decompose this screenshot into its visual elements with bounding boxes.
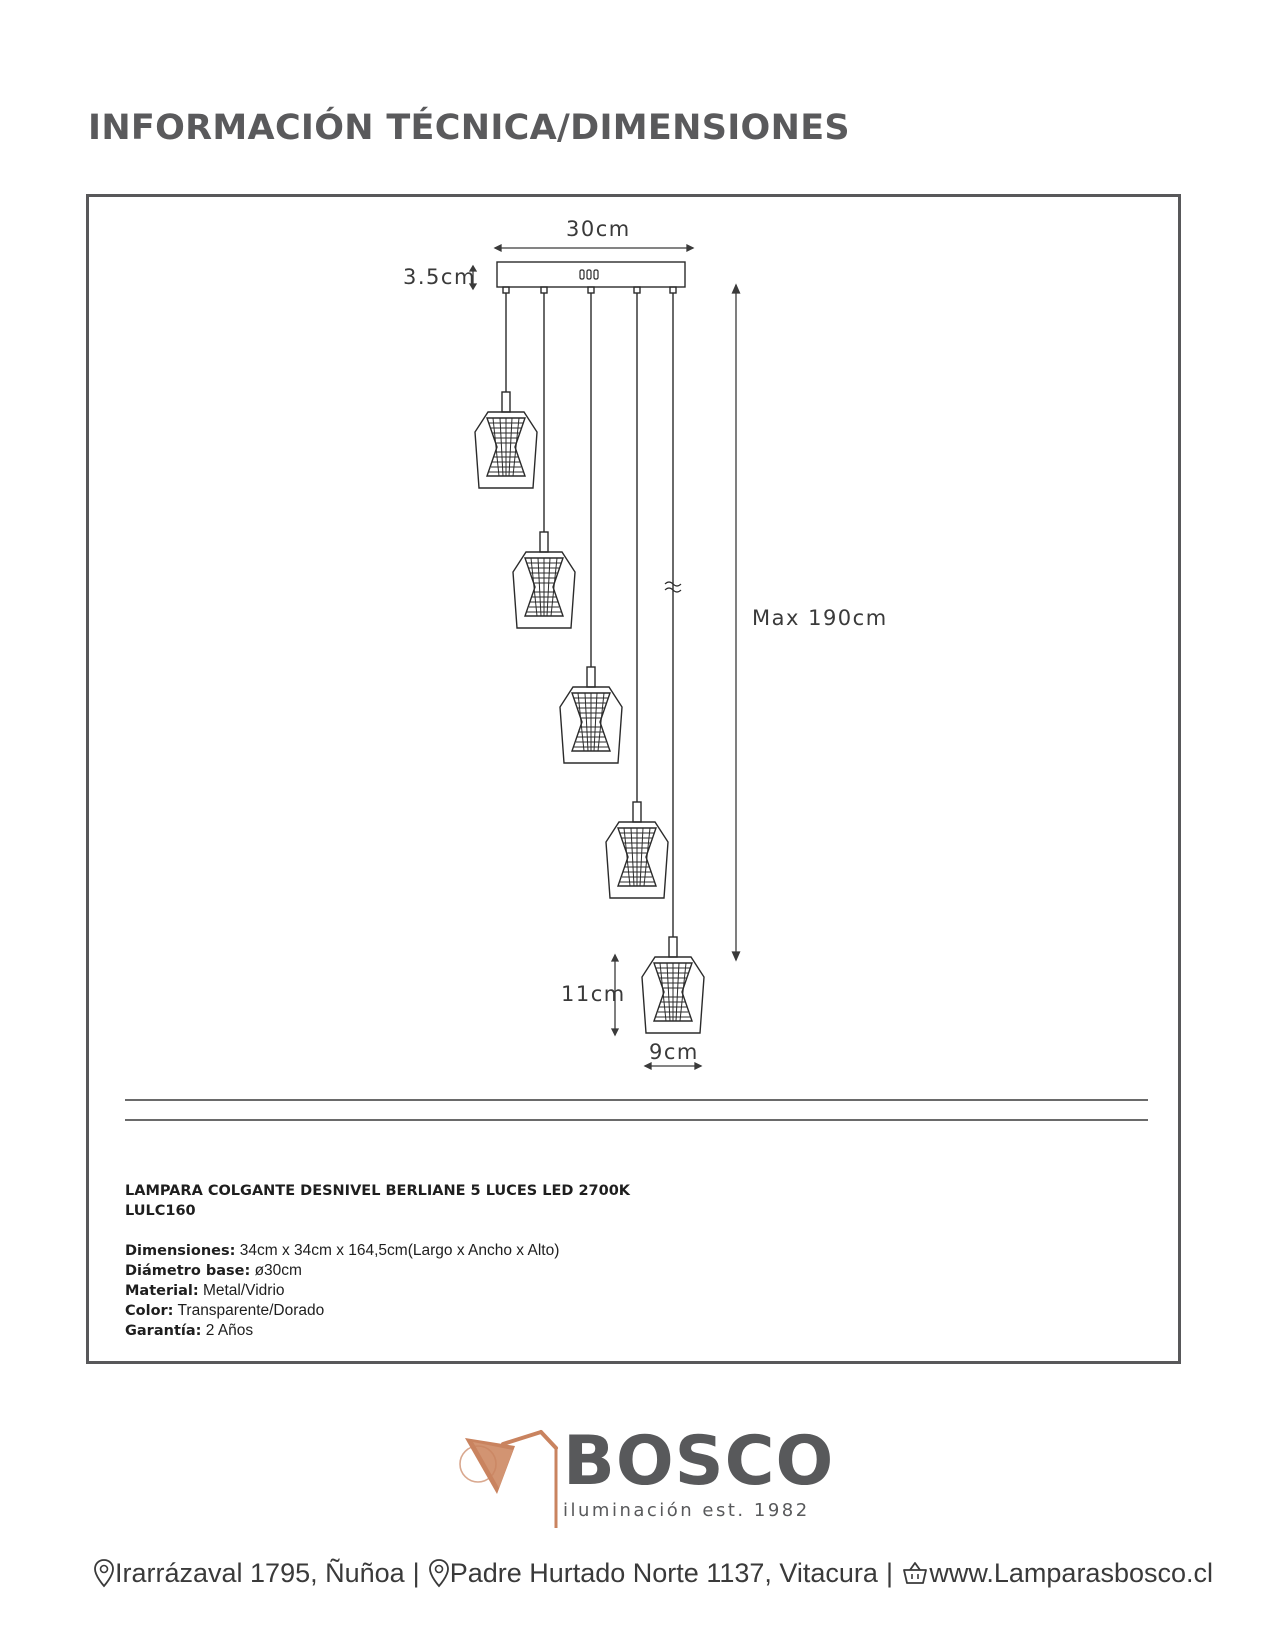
brand-logo [459,1430,558,1528]
spec-row: Material: Metal/Vidrio [125,1281,630,1301]
location-pin-icon [428,1559,449,1588]
width-label: 30cm [566,217,631,241]
divider [125,1099,1148,1101]
brand-name: BOSCO [563,1422,835,1501]
spec-value: 2 Años [205,1322,254,1339]
address-nunoa: Irarrázaval 1795, Ñuñoa [115,1557,405,1588]
max-height-dimension-arrow [731,283,741,962]
separator: | [412,1557,420,1588]
base-height-dimension-arrow [468,264,478,291]
spec-list: Dimensiones: 34cm x 34cm x 164,5cm(Largo… [125,1241,630,1341]
max-height-label: Max 190cm [752,606,888,630]
spec-row: Dimensiones: 34cm x 34cm x 164,5cm(Largo… [125,1241,630,1261]
spec-label: Garantía: [125,1323,202,1339]
desk-lamp-logo-icon [459,1430,558,1528]
spec-row: Color: Transparente/Dorado [125,1301,630,1321]
spec-label: Diámetro base: [125,1263,251,1279]
pendant-lamp-drawing [605,801,669,899]
shade-height-dimension-arrow [610,953,620,1037]
spec-row: Garantía: 2 Años [125,1321,630,1341]
shade-width-dimension-arrow [643,1061,703,1071]
website-link[interactable]: www.Lamparasbosco.cl [929,1557,1213,1588]
product-name: LAMPARA COLGANTE DESNIVEL BERLIANE 5 LUC… [125,1183,631,1199]
page-title: INFORMACIÓN TÉCNICA/DIMENSIONES [88,108,850,148]
shade-width-label: 9cm [649,1040,699,1064]
spec-value: 34cm x 34cm x 164,5cm(Largo x Ancho x Al… [239,1242,560,1259]
pendant-lamp-drawing [559,666,623,764]
spec-value: ø30cm [254,1262,302,1279]
break-mark [664,581,682,593]
spec-label: Material: [125,1283,199,1299]
ceiling-plate [496,261,686,288]
address-vitacura: Padre Hurtado Norte 1137, Vitacura [449,1557,878,1588]
location-pin-icon [94,1559,114,1588]
spec-value: Metal/Vidrio [202,1282,285,1299]
footer: Irarrázaval 1795, Ñuñoa | Padre Hurtado … [93,1553,1213,1593]
spec-value: Transparente/Dorado [177,1302,325,1319]
separator: | [885,1557,893,1588]
technical-drawing: 30cm 3.5cm [403,217,888,1071]
pendant-lamp-drawing [474,391,538,489]
product-specs: LAMPARA COLGANTE DESNIVEL BERLIANE 5 LUC… [125,1181,630,1341]
pendant-lamps [502,286,677,937]
shade-height-label: 11cm [561,982,626,1006]
brand-tagline: iluminación est. 1982 [563,1500,810,1521]
spec-label: Dimensiones: [125,1243,236,1259]
pendant-lamp-drawing [641,936,705,1034]
shopping-basket-icon [903,1562,927,1584]
technical-drawing-frame: 30cm 3.5cm [86,194,1181,1364]
pendant-lamp-drawing [512,531,576,629]
divider [125,1119,1148,1121]
width-dimension-arrow [493,243,695,253]
spec-label: Color: [125,1303,174,1319]
base-height-label: 3.5cm [403,265,476,289]
spec-row: Diámetro base: ø30cm [125,1261,630,1281]
product-code: LULC160 [125,1203,196,1219]
